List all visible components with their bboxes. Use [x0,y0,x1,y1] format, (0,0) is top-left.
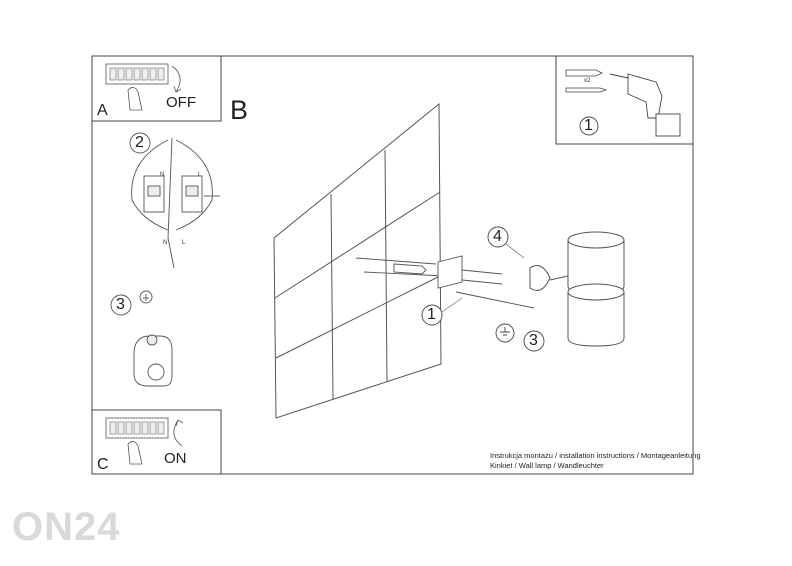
panel-c-letter: C [97,456,109,473]
mounting-hardware [355,255,535,309]
panel-a-box [91,55,222,122]
wiring-n-top: N [160,172,165,178]
tools-step-label: 1 [584,117,593,134]
drill-icon [609,73,681,137]
callout-badges [421,226,545,352]
panel-c-box [91,409,222,475]
brand-watermark: ON24 [12,505,121,549]
callout-earth-label: 3 [529,332,538,349]
earth-symbol [495,323,515,343]
tools-step-badge [579,116,599,136]
wiring-step-label: 2 [135,134,144,151]
tools-quantity: x2 [584,78,591,84]
callout-earth-badge [523,330,545,352]
callout-bracket-badge [421,304,443,326]
callout-arm-label: 4 [493,228,502,245]
tools-box [555,55,694,145]
panel-a-switch-label: OFF [166,94,196,111]
leader-lines [441,243,525,313]
wiring-illustration [129,132,220,269]
callout-bracket-label: 1 [427,306,436,323]
wiring-l-top: L [198,172,202,178]
ground-step-label: 3 [116,296,125,313]
wall-panels [273,102,442,419]
ground-illustration [110,290,173,387]
caption-line-1: Instrukcja montażu / installation instru… [490,451,701,460]
lamp-illustration [529,231,625,347]
section-b-letter: B [230,95,249,125]
panel-a-letter: A [97,102,108,119]
caption-line-2: Kinkiet / Wall lamp / Wandleuchter [490,461,604,470]
outer-frame [91,55,694,475]
panel-c-switch-label: ON [164,450,187,467]
callout-arm-badge [487,226,509,248]
wiring-n-bottom: N [163,240,168,246]
wiring-l-bottom: L [182,240,186,246]
